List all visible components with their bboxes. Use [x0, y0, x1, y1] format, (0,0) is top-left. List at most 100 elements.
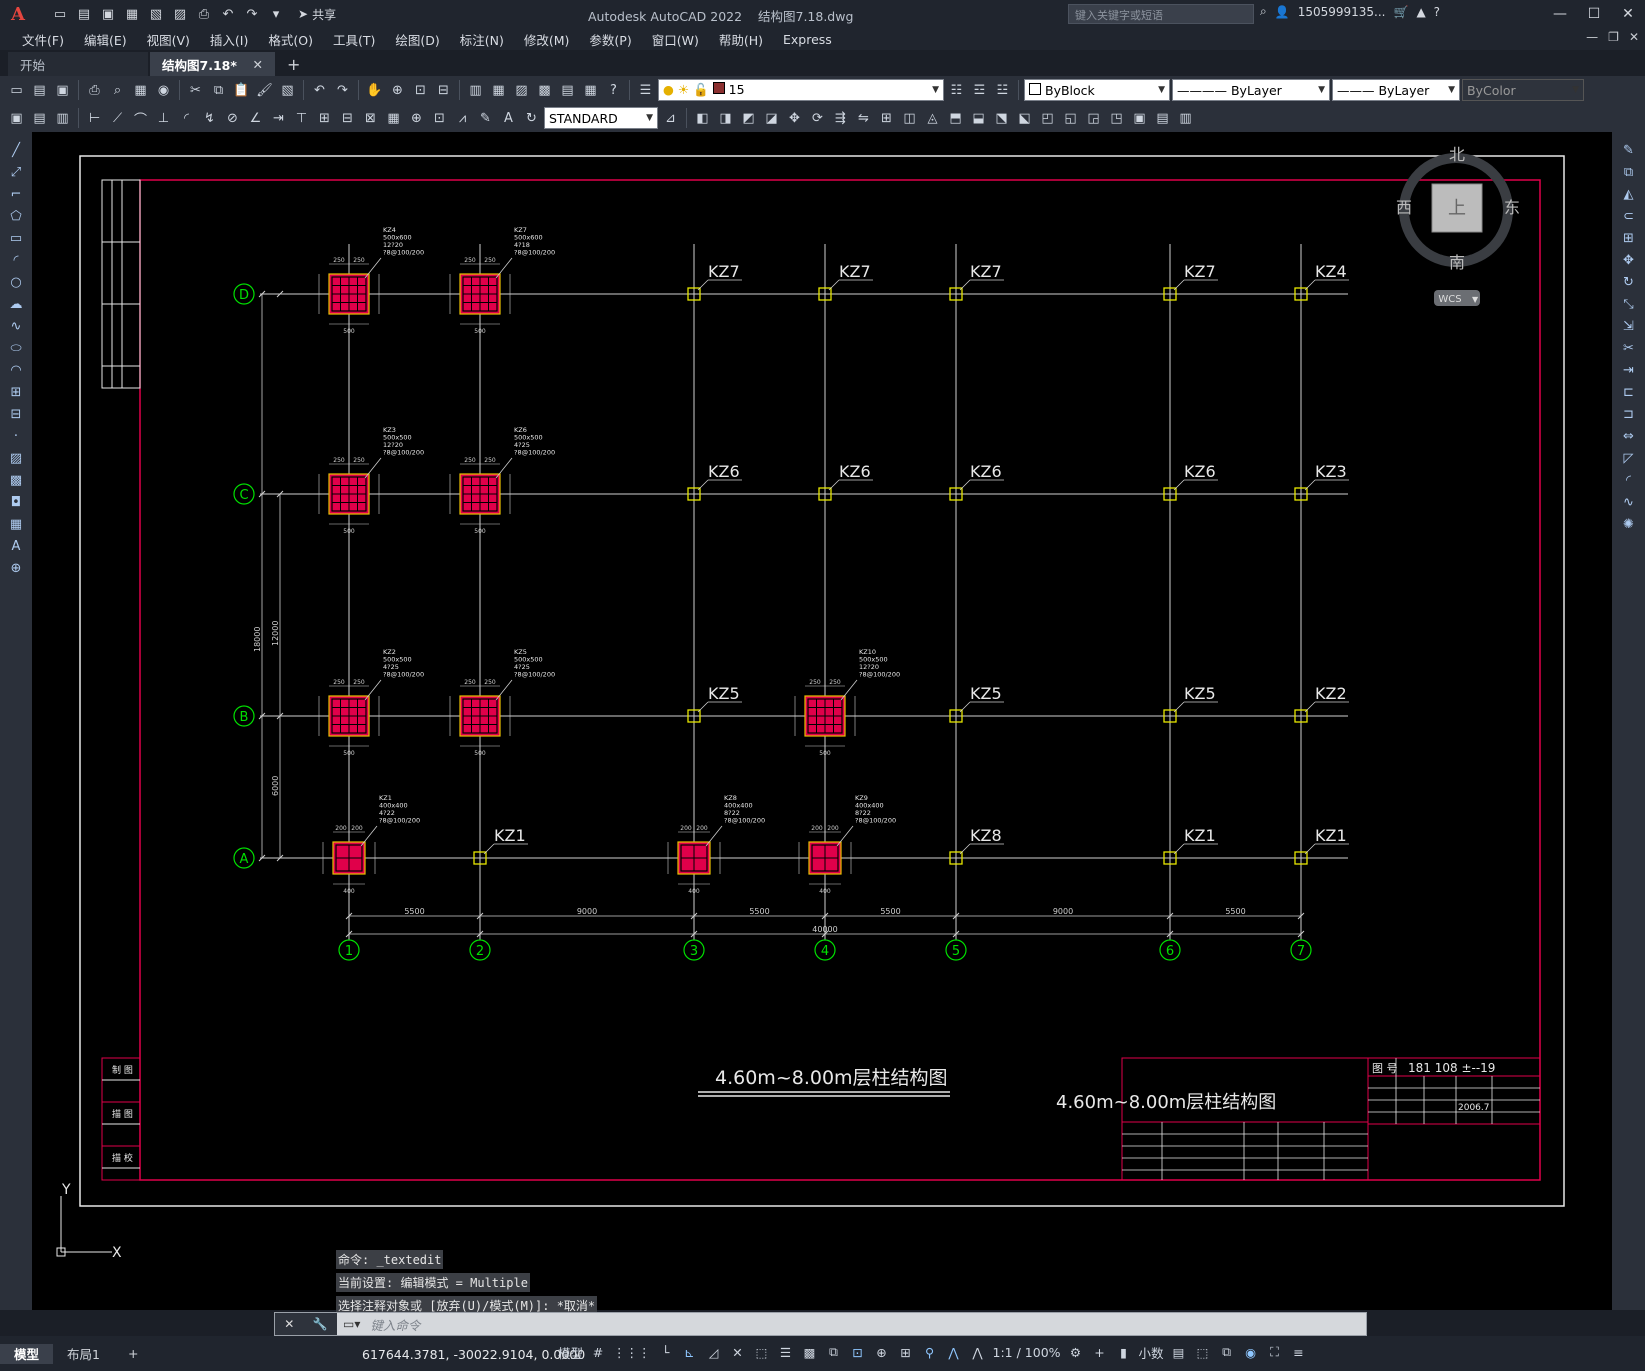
shell-icon[interactable]: ◳	[1110, 110, 1123, 126]
revision-cloud-icon[interactable]: ☁	[9, 297, 23, 312]
minimize-icon[interactable]: —	[1553, 6, 1567, 22]
quick-properties-icon[interactable]: ▤	[1172, 1344, 1185, 1360]
color-dropdown[interactable]: ByBlock ▼	[1024, 79, 1170, 101]
erase-icon[interactable]: ✎	[1623, 143, 1634, 158]
3d-print-icon[interactable]: ◉	[157, 82, 170, 98]
search-input[interactable]: 键入关键字或短语	[1068, 4, 1254, 24]
menu-modify[interactable]: 修改(M)	[523, 32, 570, 48]
properties-icon[interactable]: ▥	[469, 82, 482, 98]
sheet-set-icon[interactable]: ▩	[538, 82, 551, 98]
recent-commands-icon[interactable]: ▭▾	[343, 1317, 361, 1331]
model-space-button[interactable]: 模型	[558, 1345, 584, 1361]
viewcube-east[interactable]: 东	[1504, 198, 1520, 217]
continue-dim-icon[interactable]: ⊞	[319, 110, 330, 126]
lineweight-icon[interactable]: ☰	[779, 1344, 792, 1360]
baseline-dim-icon[interactable]: ⊤	[295, 110, 308, 126]
dim-text-edit-icon[interactable]: A	[504, 110, 513, 126]
web-open-icon[interactable]: ▧	[149, 6, 163, 22]
zoom-window-icon[interactable]: ⊡	[415, 82, 426, 98]
lock-ui-icon[interactable]: ⬚	[1196, 1344, 1209, 1360]
mirror-icon[interactable]: ◭	[1623, 187, 1634, 202]
dim-break-icon[interactable]: ⊠	[365, 110, 376, 126]
zoom-previous-icon[interactable]: ⊟	[438, 82, 449, 98]
chamfer-edge-icon[interactable]: ◲	[1087, 110, 1100, 126]
markup-icon[interactable]: ▤	[561, 82, 574, 98]
quick-dim-icon[interactable]: ⇥	[273, 110, 284, 126]
design-center-icon[interactable]: ▦	[492, 82, 505, 98]
paste-icon[interactable]: 📋	[233, 82, 250, 98]
make-block-icon[interactable]: ⊟	[10, 407, 22, 422]
cart-icon[interactable]: 🛒	[1393, 4, 1409, 19]
3d-move-icon[interactable]: ✥	[789, 110, 800, 126]
diameter-dim-icon[interactable]: ⊘	[227, 110, 238, 126]
new-icon[interactable]: ▭	[53, 6, 67, 22]
fillet-icon[interactable]: ◜	[1625, 473, 1632, 488]
workspace-gear-icon[interactable]: ⚙	[1069, 1344, 1082, 1360]
viewcube-south[interactable]: 南	[1449, 253, 1465, 272]
plot-icon[interactable]: ⎙	[89, 82, 100, 98]
offset-icon[interactable]: ⊂	[1623, 209, 1634, 224]
layer-previous-icon[interactable]: ☲	[973, 82, 986, 98]
menu-insert[interactable]: 插入(I)	[209, 32, 249, 48]
stretch-icon[interactable]: ⇲	[1623, 319, 1634, 334]
annotation-visibility-icon[interactable]: ⋀	[948, 1344, 959, 1360]
hatch-icon[interactable]: ▨	[9, 451, 23, 466]
pan-icon[interactable]: ✋	[366, 82, 383, 98]
join-icon[interactable]: ⇔	[1623, 429, 1634, 444]
chamfer-icon[interactable]: ◸	[1623, 451, 1634, 466]
preview-icon[interactable]: ⌕	[113, 82, 122, 98]
print-icon[interactable]: ⎙	[198, 6, 210, 22]
isolate-objects-icon[interactable]: ⧉	[1222, 1344, 1232, 1359]
selection-cycling-icon[interactable]: ⧉	[829, 1344, 838, 1359]
menu-view[interactable]: 视图(V)	[146, 32, 190, 48]
menu-window[interactable]: 窗口(W)	[651, 32, 699, 48]
move-icon[interactable]: ✥	[1623, 253, 1634, 268]
wcs-menu[interactable]	[1434, 290, 1480, 306]
polygon-icon[interactable]: ⬠	[10, 209, 22, 224]
user-icon[interactable]: 👤	[1274, 4, 1290, 19]
menu-parametric[interactable]: 参数(P)	[589, 32, 632, 48]
tolerance-icon[interactable]: ▦	[387, 110, 400, 126]
save-icon[interactable]: ▣	[101, 6, 115, 22]
linear-dim-icon[interactable]: ⊢	[88, 110, 101, 126]
layer-dropdown[interactable]: ● ☀ 🔓 15 ▼	[658, 79, 944, 101]
ws-icon-1[interactable]: ▣	[10, 110, 23, 126]
rotate-icon[interactable]: ↻	[1623, 275, 1634, 290]
ordinate-dim-icon[interactable]: ⊥	[157, 110, 170, 126]
transparency-icon[interactable]: ▩	[803, 1344, 816, 1360]
customize-cmd-icon[interactable]: 🔧	[312, 1317, 328, 1331]
plotstyle-dropdown[interactable]: ByColor ▼	[1462, 79, 1584, 101]
menu-dimension[interactable]: 标注(N)	[459, 32, 504, 48]
gizmo-icon[interactable]: ⚲	[924, 1344, 935, 1360]
arc-icon[interactable]: ◜	[13, 253, 19, 268]
3d-osnap-icon[interactable]: ⊡	[852, 1344, 863, 1360]
array-icon[interactable]: ⊞	[1623, 231, 1634, 246]
center-mark-icon[interactable]: ⊕	[411, 110, 422, 126]
ellipse-arc-icon[interactable]: ◠	[10, 363, 22, 378]
command-input[interactable]: 键入命令	[370, 1317, 421, 1333]
region-icon[interactable]: ◘	[10, 495, 22, 510]
3d-rotate-icon[interactable]: ⟳	[812, 110, 823, 126]
separate-icon[interactable]: ▣	[1133, 110, 1146, 126]
layer-state-icon[interactable]: ☳	[996, 82, 1009, 98]
menu-draw[interactable]: 绘图(D)	[395, 32, 440, 48]
dynamic-ucs-icon[interactable]: ⊕	[876, 1344, 887, 1360]
viewcube[interactable]: 上 北 南 西 东 WCS ▼	[1396, 145, 1520, 306]
intersect-icon[interactable]: ◰	[1041, 110, 1054, 126]
point-icon[interactable]: ·	[13, 429, 19, 444]
customize-qat-icon[interactable]: ▾	[272, 6, 280, 22]
cut-icon[interactable]: ✂	[190, 82, 201, 98]
redo-tb-icon[interactable]: ↷	[337, 82, 348, 98]
app-menu-button[interactable]: A	[11, 3, 25, 25]
blend-icon[interactable]: ∿	[1623, 495, 1634, 510]
quickcalc-icon[interactable]: ▦	[584, 82, 597, 98]
add-layout-button[interactable]: +	[127, 1346, 139, 1361]
autodesk-icon[interactable]: ▲	[1416, 4, 1426, 19]
dim-update-icon[interactable]: ↻	[526, 110, 537, 126]
3d-mirror-icon[interactable]: ⇋	[858, 110, 869, 126]
graphics-performance-icon[interactable]: ◉	[1245, 1344, 1256, 1360]
jogged-dim-icon[interactable]: ↯	[204, 110, 215, 126]
viewcube-top-face[interactable]	[1431, 183, 1483, 233]
zoom-realtime-icon[interactable]: ⊕	[392, 82, 403, 98]
extrude-icon[interactable]: ⬒	[949, 110, 962, 126]
